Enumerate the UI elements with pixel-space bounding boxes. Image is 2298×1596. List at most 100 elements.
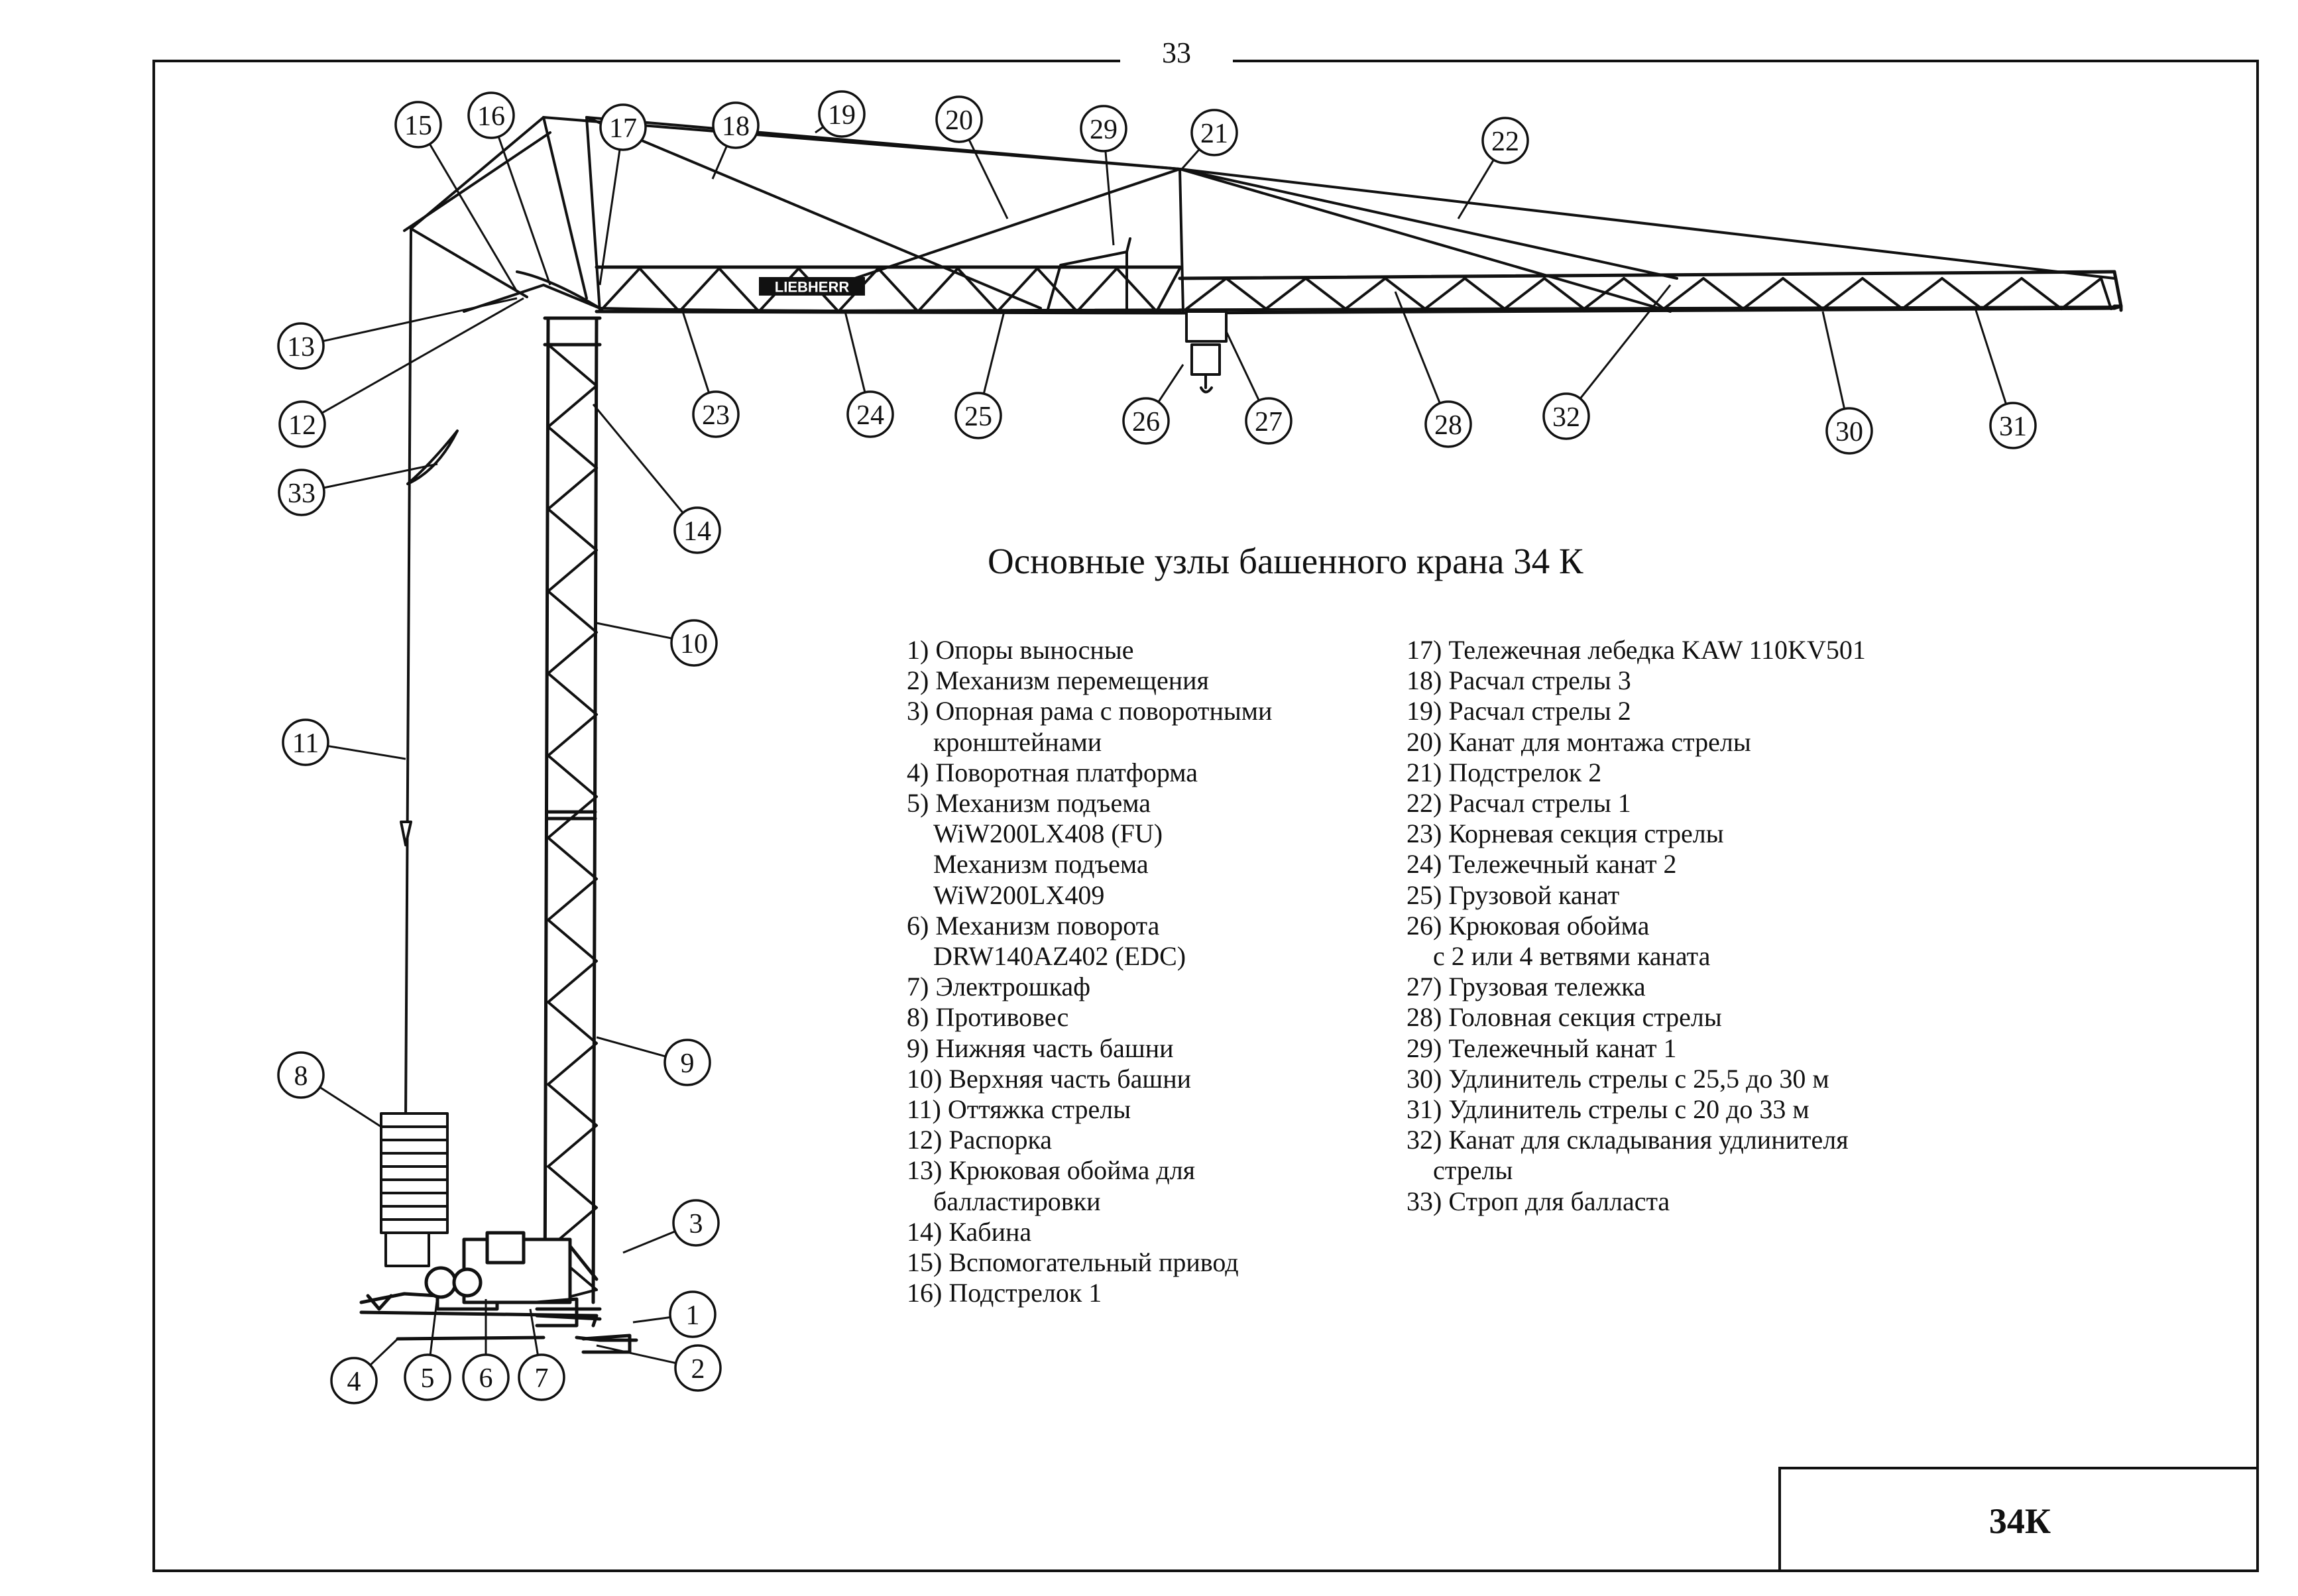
callout-33: 33 <box>278 463 438 516</box>
callout-10: 10 <box>596 619 718 667</box>
ballast-sling <box>406 429 459 485</box>
callout-18: 18 <box>711 101 760 180</box>
callout-31: 31 <box>1974 308 2037 449</box>
tower-lacing <box>547 343 598 1304</box>
callout-label: 31 <box>1999 412 2027 442</box>
legend-item-continuation: кронштейнами <box>933 726 1102 757</box>
callout-label: 19 <box>828 100 856 131</box>
callout-13: 13 <box>277 297 518 370</box>
callout-label: 25 <box>964 402 992 432</box>
legend-item-continuation: WiW200LX408 (FU) <box>933 819 1163 849</box>
base-frame <box>359 1231 638 1354</box>
callout-19: 19 <box>815 90 866 138</box>
legend-item: 12) Распорка <box>907 1125 1053 1155</box>
legend-item: 18) Расчал стрелы 3 <box>1407 665 1631 696</box>
legend-item: 11) Оттяжка стрелы <box>907 1094 1131 1125</box>
legend-item: 26) Крюковая обойма <box>1407 910 1650 940</box>
callout-26: 26 <box>1122 364 1184 445</box>
legend-item: 4) Поворотная платформа <box>907 757 1198 787</box>
tower-structure <box>543 316 602 1304</box>
callout-12: 12 <box>278 297 524 448</box>
legend-item: 22) Расчал стрелы 1 <box>1407 788 1631 819</box>
legend-item-continuation: стрелы <box>1433 1155 1513 1186</box>
legend-item: 30) Удлинитель стрелы с 25,5 до 30 м <box>1407 1063 1829 1094</box>
callout-label: 24 <box>856 400 884 431</box>
callout-label: 22 <box>1491 127 1519 157</box>
callout-label: 4 <box>347 1367 361 1397</box>
hook-block <box>1185 310 1228 394</box>
legend-item-continuation: Механизм подъема <box>933 849 1149 880</box>
callout-29: 29 <box>1080 105 1127 246</box>
legend-item: 8) Противовес <box>907 1002 1069 1033</box>
callout-24: 24 <box>844 311 894 438</box>
callout-11: 11 <box>282 718 406 766</box>
callout-32: 32 <box>1542 284 1672 440</box>
callout-label: 5 <box>421 1363 435 1394</box>
callout-17: 17 <box>599 103 647 286</box>
callout-6: 6 <box>462 1299 510 1401</box>
callout-label: 11 <box>292 728 319 759</box>
legend-item: 21) Подстрелок 2 <box>1407 757 1602 787</box>
callout-label: 8 <box>294 1061 308 1092</box>
callout-label: 9 <box>681 1049 695 1079</box>
callout-3: 3 <box>622 1199 720 1254</box>
callout-label: 32 <box>1552 402 1580 433</box>
callout-label: 15 <box>404 111 432 141</box>
legend-item: 23) Корневая секция стрелы <box>1407 819 1724 849</box>
legend-item: 28) Головная секция стрелы <box>1407 1002 1722 1033</box>
boom-tie-arrow <box>400 821 412 846</box>
diagram-title: Основные узлы башенного крана 34 К <box>988 541 1583 581</box>
callout-9: 9 <box>596 1036 711 1086</box>
callout-27: 27 <box>1225 331 1293 445</box>
callout-label: 3 <box>689 1209 703 1239</box>
callout-21: 21 <box>1180 109 1238 170</box>
legend-item: 14) Кабина <box>907 1216 1032 1247</box>
boom-lacing <box>599 267 2112 313</box>
legend-item: 10) Верхняя часть башни <box>907 1063 1192 1094</box>
legend-item: 20) Канат для монтажа стрелы <box>1407 726 1751 757</box>
callout-label: 28 <box>1434 410 1462 441</box>
boom-logo: LIEBHERR <box>759 277 865 296</box>
counterweight <box>380 1112 449 1267</box>
callout-5: 5 <box>404 1295 451 1401</box>
legend-item: 7) Электрошкаф <box>907 972 1091 1002</box>
callout-4: 4 <box>330 1338 399 1404</box>
callout-label: 26 <box>1132 407 1160 437</box>
callout-1: 1 <box>632 1290 717 1338</box>
callout-2: 2 <box>596 1344 722 1392</box>
callout-15: 15 <box>394 101 518 292</box>
callout-label: 30 <box>1835 417 1863 447</box>
legend-item: 19) Расчал стрелы 2 <box>1407 696 1631 726</box>
svg-text:LIEBHERR: LIEBHERR <box>775 279 850 296</box>
legend-item: 25) Грузовой канат <box>1407 880 1620 910</box>
callout-label: 33 <box>288 479 316 509</box>
callout-label: 6 <box>479 1363 493 1394</box>
legend-item: 2) Механизм перемещения <box>907 665 1209 696</box>
legend-item-continuation: DRW140AZ402 (EDC) <box>933 941 1186 972</box>
callout-20: 20 <box>935 95 1009 219</box>
legend-item: 16) Подстрелок 1 <box>907 1278 1102 1308</box>
callout-22: 22 <box>1457 117 1529 219</box>
callout-label: 27 <box>1255 407 1283 437</box>
callout-label: 20 <box>945 105 973 136</box>
callout-label: 23 <box>702 400 730 431</box>
callout-label: 29 <box>1090 115 1118 145</box>
callout-16: 16 <box>467 91 551 286</box>
upper-rigging <box>403 116 2116 1121</box>
callout-25: 25 <box>954 311 1005 439</box>
legend-item: 17) Тележечная лебедка KAW 110KV501 <box>1407 635 1866 665</box>
legend-item: 31) Удлинитель стрелы с 20 до 33 м <box>1407 1094 1810 1125</box>
legend-item: 27) Грузовая тележка <box>1407 972 1646 1002</box>
legend-item-continuation: балластировки <box>933 1186 1101 1216</box>
callout-28: 28 <box>1394 291 1472 448</box>
callout-label: 16 <box>477 101 505 132</box>
callout-23: 23 <box>681 311 740 438</box>
callout-label: 18 <box>722 111 750 142</box>
callout-label: 21 <box>1200 119 1228 149</box>
callout-label: 13 <box>287 332 315 363</box>
callout-14: 14 <box>592 404 721 554</box>
